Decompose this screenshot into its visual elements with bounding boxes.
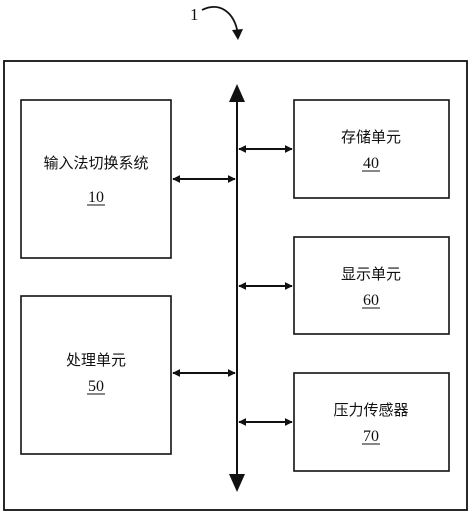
block-input-switch-number: 10	[88, 189, 104, 206]
block-storage-number: 40	[363, 155, 379, 172]
block-pressure-number: 70	[363, 428, 379, 445]
block-processing-number: 50	[88, 378, 104, 395]
block-display-number: 60	[363, 292, 379, 309]
block-pressure-sensor: 压力传感器 70	[293, 372, 450, 472]
block-storage-label: 存储单元	[341, 128, 401, 146]
bus-bottom-arrowhead	[229, 474, 245, 492]
block-display-label: 显示单元	[341, 265, 401, 283]
figure-pointer-arrow	[201, 6, 239, 35]
block-processing-unit: 处理单元 50	[20, 295, 172, 455]
figure-reference-number: 1	[190, 5, 199, 24]
block-storage-unit: 存储单元 40	[293, 99, 450, 199]
block-input-switch-label: 输入法切换系统	[43, 154, 148, 172]
figure-pointer-arrowhead	[232, 29, 243, 40]
block-pressure-label: 压力传感器	[333, 401, 408, 419]
block-display-unit: 显示单元 60	[293, 236, 450, 335]
block-input-switch-system: 输入法切换系统 10	[20, 99, 172, 259]
bus-top-arrowhead	[229, 84, 245, 102]
block-processing-label: 处理单元	[66, 351, 126, 369]
